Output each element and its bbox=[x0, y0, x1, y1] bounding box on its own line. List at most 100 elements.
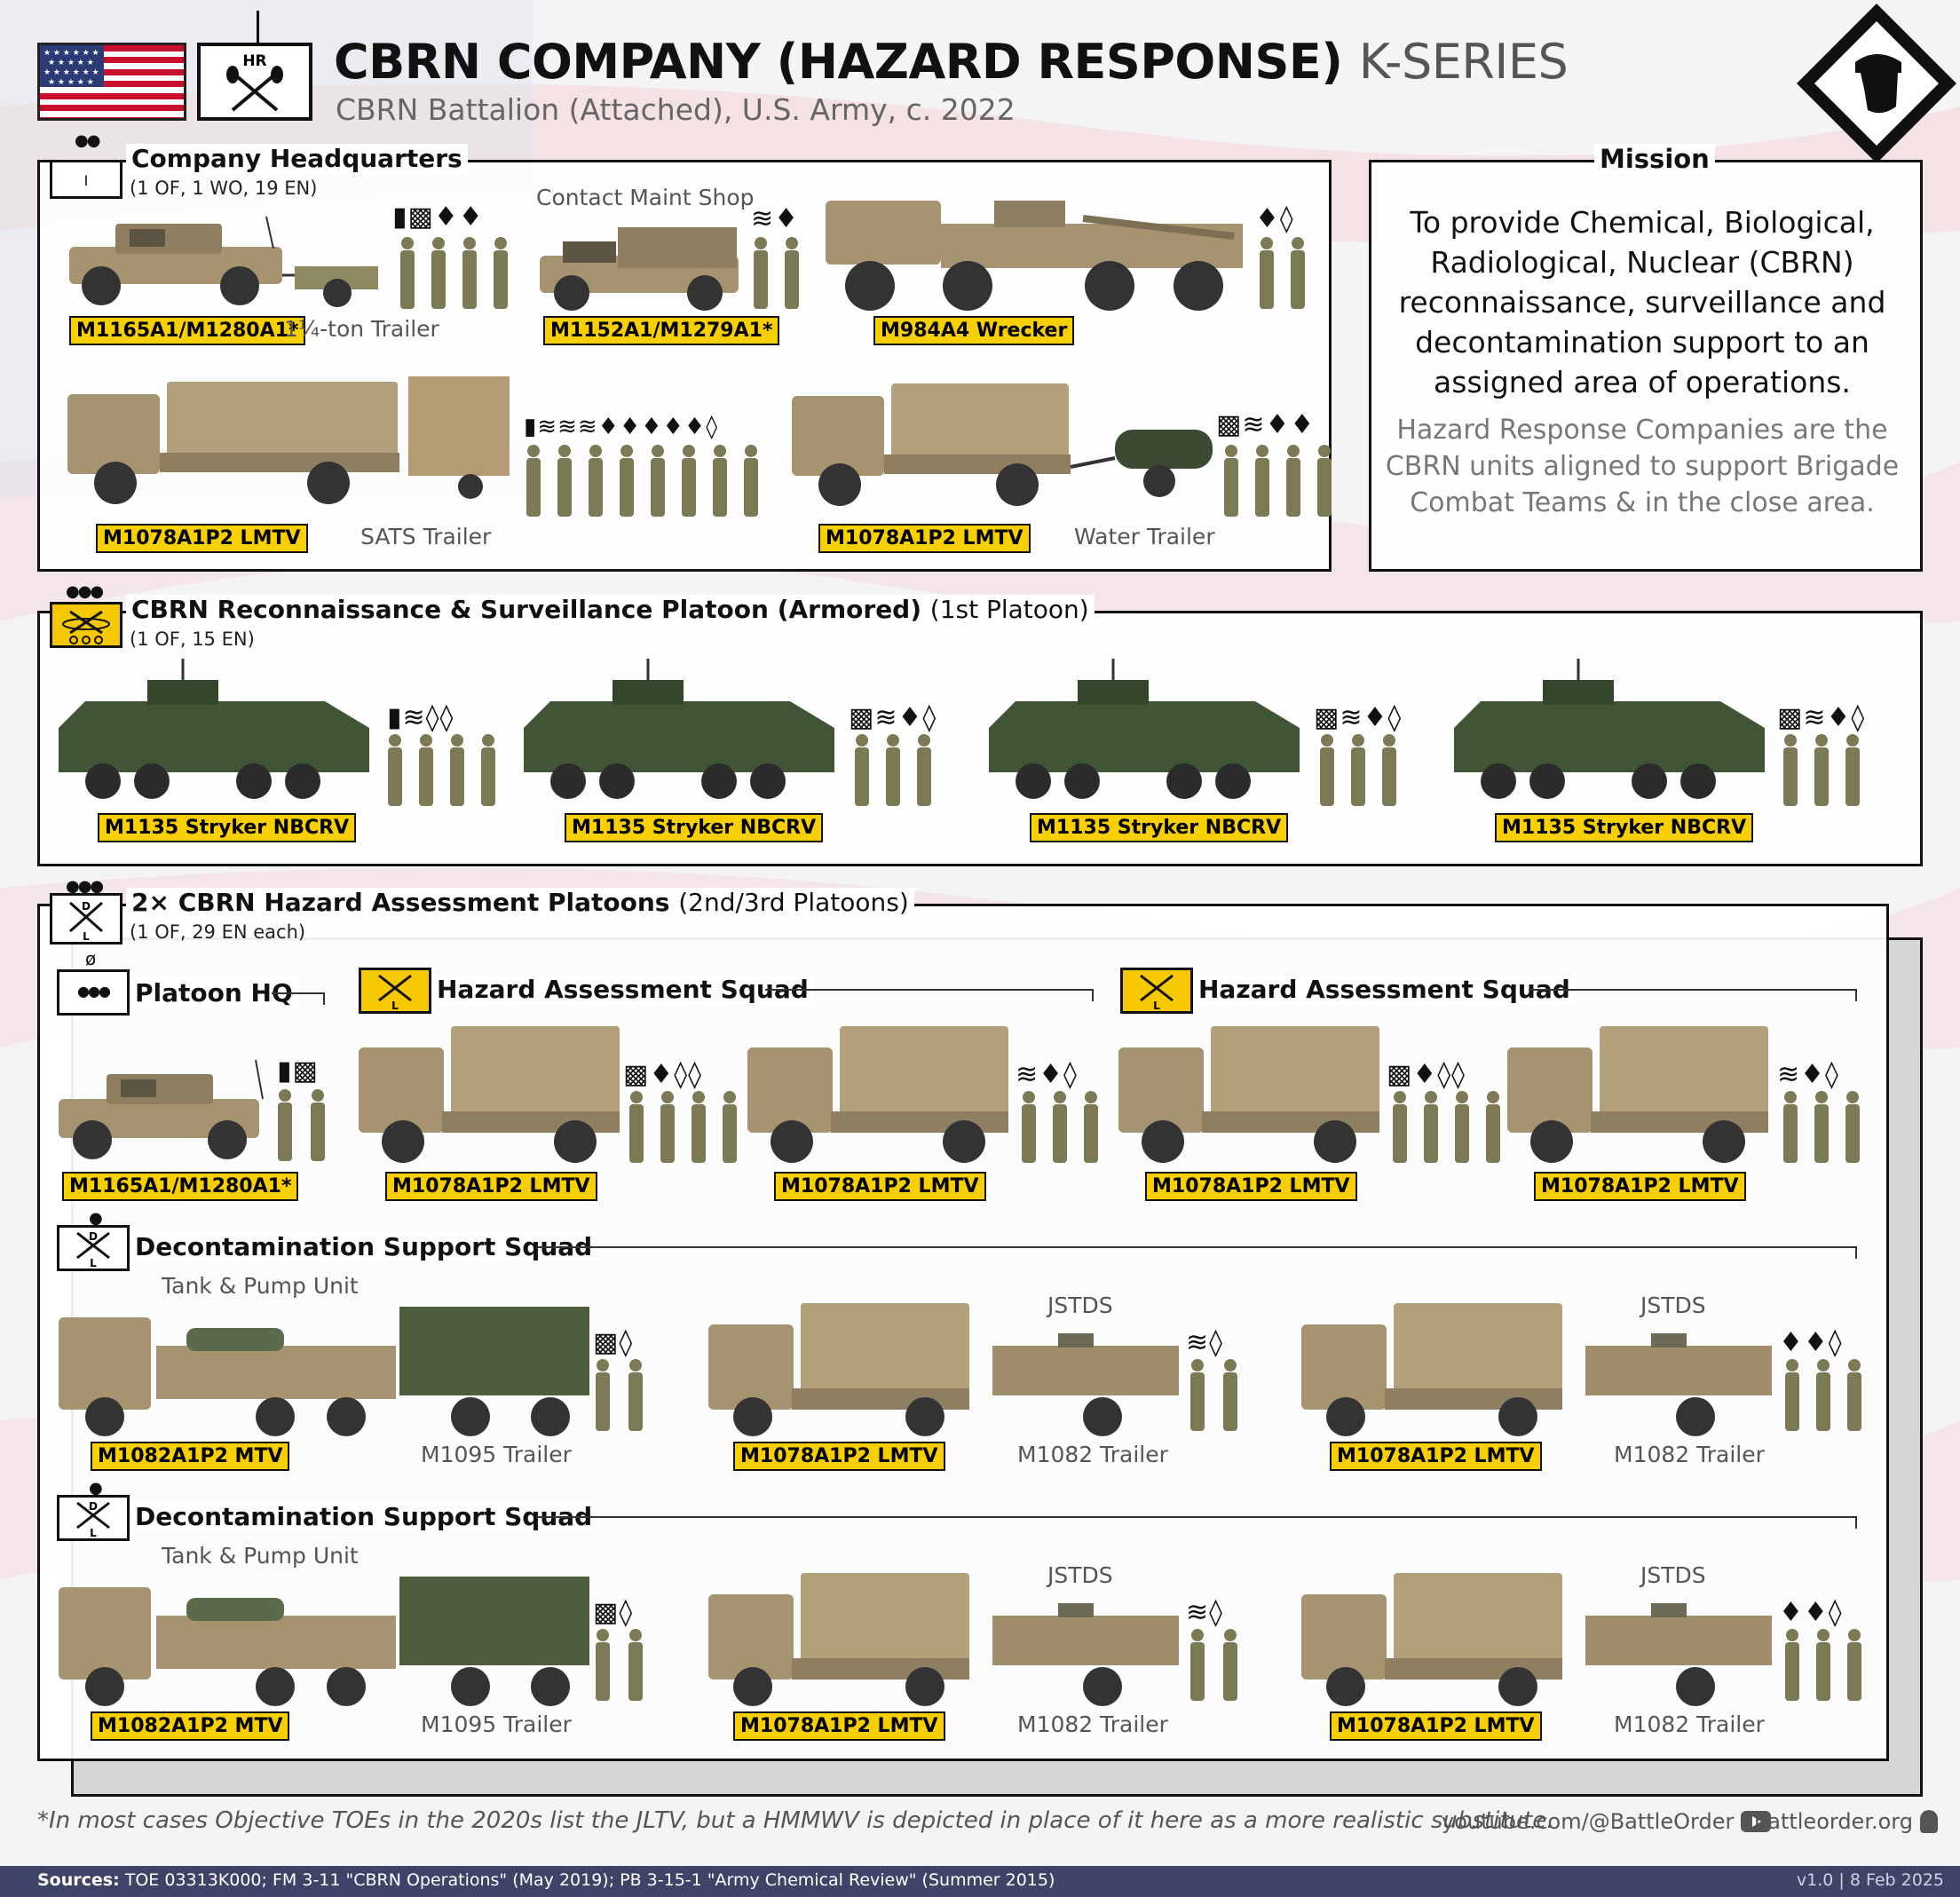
hazard-squad-title: Hazard Assessment Squad bbox=[1193, 975, 1576, 1004]
rank-insignia: ▮▩♦♦ bbox=[392, 202, 484, 233]
mission-panel bbox=[1369, 160, 1923, 572]
soldiers-icon bbox=[629, 1091, 737, 1163]
vehicle-label: M1078A1P2 LMTV bbox=[1534, 1172, 1746, 1201]
squad-bracket-end bbox=[1083, 989, 1094, 1001]
youtube-link[interactable]: youtube.com/@BattleOrder bbox=[1442, 1809, 1771, 1834]
page-subtitle: CBRN Battalion (Attached), U.S. Army, c.… bbox=[336, 92, 1016, 127]
soldiers-icon bbox=[1022, 1091, 1098, 1163]
lmtv-vehicle-icon bbox=[67, 376, 510, 504]
recon-title: CBRN Reconnaissance & Surveillance Plato… bbox=[126, 595, 1095, 624]
vehicle-label: M1078A1P2 LMTV bbox=[1330, 1711, 1542, 1741]
jstds-label: JSTDS bbox=[1047, 1292, 1113, 1318]
svg-text:★ ★ ★ ★ ★ ★: ★ ★ ★ ★ ★ ★ bbox=[43, 49, 99, 58]
soldiers-icon bbox=[1190, 1359, 1237, 1431]
decon-bracket-end bbox=[1846, 1516, 1857, 1529]
soldiers-icon bbox=[388, 734, 495, 806]
stryker-vehicle-icon bbox=[1454, 659, 1765, 799]
jstds-label: JSTDS bbox=[1047, 1562, 1113, 1588]
wrecker-vehicle-icon bbox=[826, 201, 1243, 311]
platoon-hq-dots: ●●● bbox=[77, 983, 111, 1000]
sources-footer: Sources: TOE 03313K000; FM 3-11 "CBRN Op… bbox=[0, 1866, 1960, 1897]
footnote: *In most cases Objective TOEs in the 202… bbox=[37, 1807, 1554, 1834]
trailer-label: M1082 Trailer bbox=[1614, 1442, 1765, 1467]
youtube-link-text: youtube.com/@BattleOrder bbox=[1442, 1809, 1735, 1834]
rank-insignia: ▮▩ bbox=[277, 1055, 319, 1087]
decon-unit-symbol: D L bbox=[57, 1495, 130, 1541]
vehicle-label: M1078A1P2 LMTV bbox=[96, 524, 308, 553]
svg-text:L: L bbox=[90, 1527, 97, 1538]
lmtv-jstds-icon bbox=[708, 1303, 1179, 1436]
sources-text: Sources: TOE 03313K000; FM 3-11 "CBRN Op… bbox=[37, 1870, 1055, 1890]
vehicle-label: M1135 Stryker NBCRV bbox=[1030, 813, 1289, 842]
svg-text:★ ★ ★ ★ ★: ★ ★ ★ ★ ★ bbox=[48, 78, 94, 87]
vehicle-label: M1082A1P2 MTV bbox=[91, 1711, 290, 1741]
squad-unit-symbol: L bbox=[1120, 968, 1193, 1014]
rank-insignia: ♦♦◊ bbox=[1779, 1327, 1843, 1358]
mission-title: Mission bbox=[1594, 144, 1715, 174]
soldiers-icon bbox=[1783, 734, 1860, 806]
lmtv-water-trailer-icon bbox=[792, 383, 1213, 506]
rank-insignia: ♦♦◊ bbox=[1779, 1597, 1843, 1628]
rank-insignia: ▩◊ bbox=[593, 1327, 634, 1358]
lmtv-vehicle-icon bbox=[359, 1026, 620, 1163]
soldiers-icon bbox=[1190, 1629, 1237, 1701]
soldiers-icon bbox=[596, 1629, 643, 1701]
recon-strength: (1 OF, 15 EN) bbox=[130, 628, 255, 650]
vehicle-label: M1082A1P2 MTV bbox=[91, 1442, 290, 1471]
mission-note: Hazard Response Companies are the CBRN u… bbox=[1385, 415, 1900, 518]
rank-insignia: ▮≋◊◊ bbox=[387, 702, 454, 733]
decon-bracket-end bbox=[1846, 1246, 1857, 1259]
hazard-strength: (1 OF, 29 EN each) bbox=[130, 921, 306, 943]
hazard-squad-title: Hazard Assessment Squad bbox=[431, 975, 814, 1004]
rank-insignia: ▩♦◊◊ bbox=[1387, 1059, 1466, 1090]
platoon-hq-bracket bbox=[272, 992, 325, 994]
jstds-label: JSTDS bbox=[1640, 1292, 1706, 1318]
vehicle-label: M1078A1P2 LMTV bbox=[1145, 1172, 1357, 1201]
decon-echelon-dot: ● bbox=[89, 1479, 103, 1498]
svg-text:D: D bbox=[89, 1230, 98, 1243]
recon-unit-symbol bbox=[50, 602, 122, 648]
soldiers-icon bbox=[1260, 237, 1305, 309]
rank-insignia: ♦◊ bbox=[1255, 203, 1294, 234]
trailer-label: Water Trailer bbox=[1074, 524, 1215, 549]
lmtv-jstds-icon bbox=[1301, 1573, 1772, 1706]
vehicle-label: M984A4 Wrecker bbox=[873, 316, 1075, 345]
svg-text:L: L bbox=[90, 1257, 97, 1269]
hq-symbol-text: I bbox=[83, 172, 89, 189]
vehicle-label: M1078A1P2 LMTV bbox=[733, 1711, 945, 1741]
squad-bracket-end bbox=[1846, 989, 1857, 1001]
company-unit-symbol: HR bbox=[197, 43, 312, 121]
contact-maint-shop-label: Contact Maint Shop bbox=[536, 185, 755, 210]
rank-insignia: ≋♦◊ bbox=[1777, 1059, 1839, 1090]
trailer-label: 1¼-ton Trailer bbox=[284, 316, 439, 342]
battleorder-link[interactable]: battleorder.org bbox=[1754, 1809, 1938, 1834]
unit-staff bbox=[257, 11, 259, 43]
soldiers-icon bbox=[1783, 1091, 1860, 1163]
tank-pump-unit-label: Tank & Pump Unit bbox=[162, 1543, 359, 1569]
soldiers-icon bbox=[1224, 445, 1332, 517]
vehicle-label: M1165A1/M1280A1* bbox=[62, 1172, 299, 1201]
hmmwv-vehicle-icon bbox=[69, 216, 378, 307]
maint-shop-vehicle-icon bbox=[540, 227, 739, 311]
hazard-unit-symbol: D L bbox=[50, 893, 122, 945]
vehicle-label: M1135 Stryker NBCRV bbox=[565, 813, 824, 842]
mtv-tank-pump-icon bbox=[59, 1577, 589, 1706]
platoon-hq-bracket-end bbox=[314, 992, 325, 1005]
svg-text:★ ★ ★ ★ ★ ★: ★ ★ ★ ★ ★ ★ bbox=[43, 68, 99, 77]
soldiers-icon bbox=[400, 237, 508, 309]
battleorder-link-text: battleorder.org bbox=[1754, 1809, 1913, 1834]
squad-unit-symbol: L bbox=[359, 968, 431, 1014]
vehicle-label: M1078A1P2 LMTV bbox=[385, 1172, 597, 1201]
lmtv-jstds-icon bbox=[1301, 1303, 1772, 1436]
lmtv-vehicle-icon bbox=[1118, 1026, 1379, 1163]
rank-insignia: ≋♦ bbox=[751, 203, 800, 234]
svg-text:HR: HR bbox=[242, 52, 266, 70]
decon-echelon-dot: ● bbox=[89, 1209, 103, 1228]
stryker-vehicle-icon bbox=[524, 659, 834, 799]
hq-strength: (1 OF, 1 WO, 19 EN) bbox=[130, 178, 318, 199]
svg-text:L: L bbox=[83, 930, 90, 942]
soldiers-icon bbox=[1785, 1359, 1861, 1431]
rank-insignia: ▮≋≋≋♦♦♦♦♦◊ bbox=[524, 414, 719, 440]
squad-bracket bbox=[765, 989, 1094, 991]
version-text: v1.0 | 8 Feb 2025 bbox=[1796, 1870, 1944, 1890]
